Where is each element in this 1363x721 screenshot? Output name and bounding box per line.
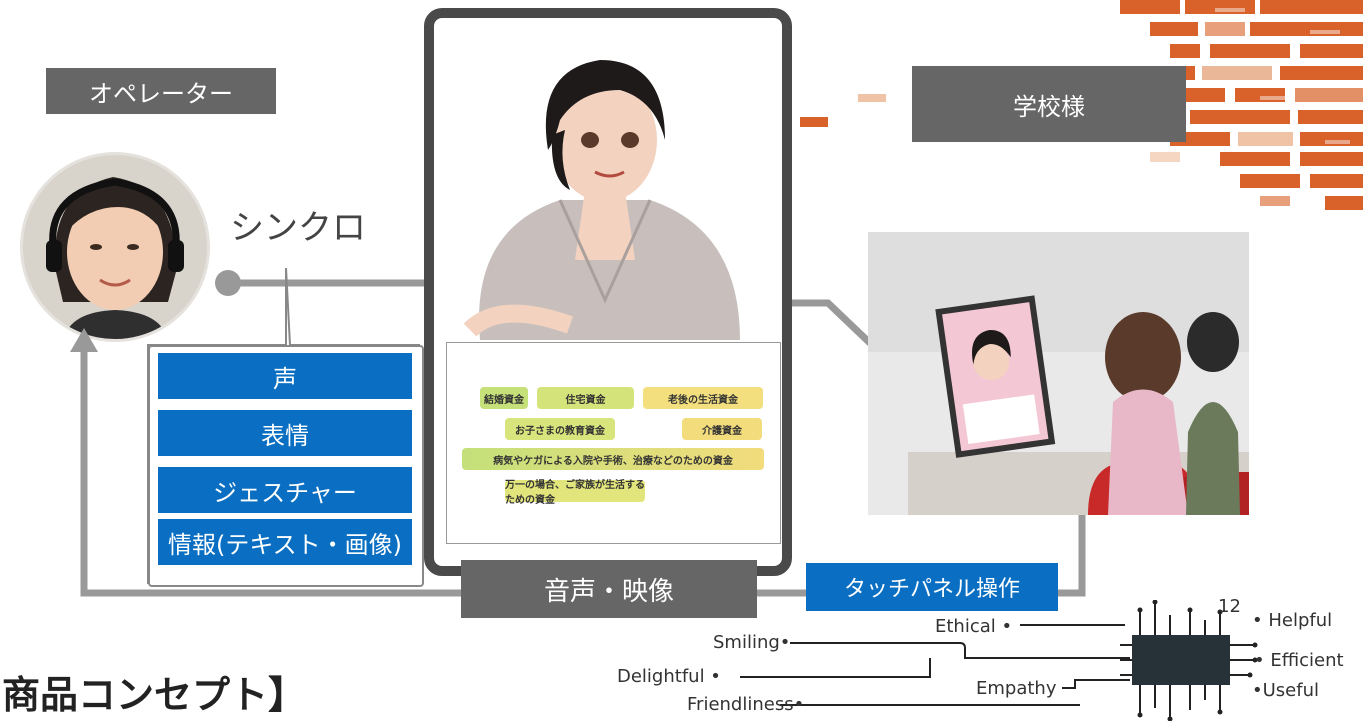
touch-panel-label: タッチパネル操作 (806, 563, 1058, 611)
keyword-lines (740, 624, 1130, 706)
keyword-efficient: • Efficient (1254, 650, 1344, 671)
sync-item-voice: 声 (158, 353, 412, 399)
operator-label: オペレーター (46, 68, 276, 114)
slide-item-education: お子さまの教育資金 (505, 418, 615, 440)
chip-icon (1120, 600, 1258, 721)
slide-item-medical: 病気やケガによる入院や手術、治療などのための資金 (462, 448, 764, 470)
tablet-slide (446, 342, 781, 544)
concept-heading: 商品コンセプト】 (2, 673, 307, 717)
keyword-helpful: • Helpful (1252, 610, 1333, 631)
keyword-delightful: Delightful • (617, 666, 721, 687)
operator-photo (20, 152, 210, 342)
keyword-empathy: Empathy (976, 678, 1057, 699)
slide-item-care: 介護資金 (682, 418, 762, 440)
sync-item-expression: 表情 (158, 410, 412, 456)
school-label: 学校様 (912, 66, 1186, 142)
keyword-ethical: Ethical • (935, 616, 1013, 637)
synchro-label: シンクロ (230, 208, 366, 248)
chip-number: 12 (1218, 596, 1241, 617)
sync-item-info: 情報(テキスト・画像) (158, 519, 412, 565)
sync-item-gesture: ジェスチャー (158, 467, 412, 513)
slide-item-housing: 住宅資金 (537, 387, 634, 409)
keyword-useful: •Useful (1252, 680, 1319, 701)
audio-video-label: 音声・映像 (461, 560, 757, 618)
keyword-friendliness: Friendliness• (687, 694, 805, 715)
slide-item-marriage: 結婚資金 (480, 387, 528, 409)
keyword-smiling: Smiling• (713, 632, 791, 653)
avatar-character (463, 60, 740, 340)
slide-item-retirement: 老後の生活資金 (643, 387, 763, 409)
dash-2 (800, 117, 828, 127)
slide-item-family: 万一の場合、ご家族が生活するための資金 (505, 480, 645, 506)
dash-3 (858, 94, 886, 102)
tablet-scene-photo (868, 232, 1249, 515)
decorative-tile-pattern (1120, 0, 1363, 210)
